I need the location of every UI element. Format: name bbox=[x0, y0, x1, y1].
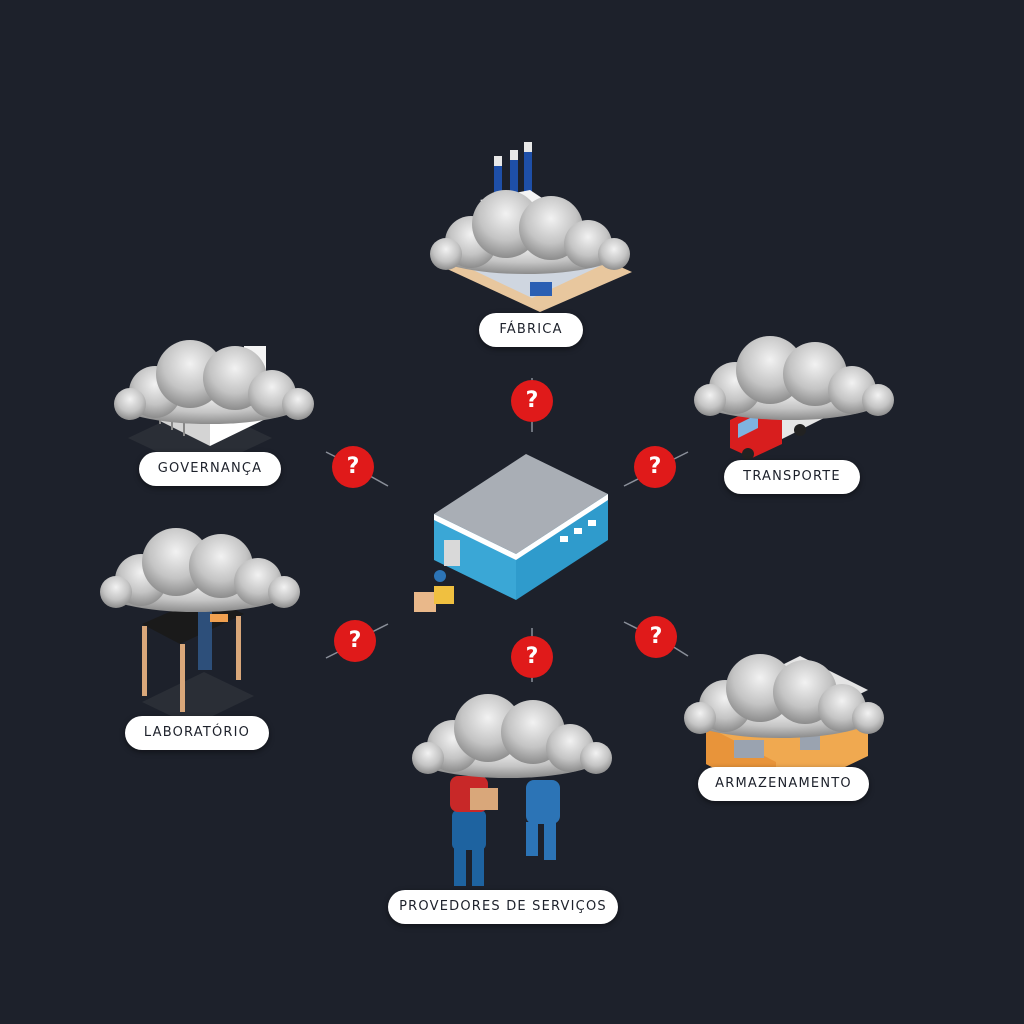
lab-bench-icon bbox=[142, 596, 254, 726]
node-label-governanca[interactable]: GOVERNANÇA bbox=[139, 452, 281, 486]
node-label-fabrica[interactable]: FÁBRICA bbox=[479, 313, 583, 347]
node-label-provedores[interactable]: PROVEDORES DE SERVIÇOS bbox=[388, 890, 618, 924]
workers-icon bbox=[450, 706, 560, 886]
question-badge-lower-left: ? bbox=[334, 620, 376, 662]
question-badge-lower-right: ? bbox=[635, 616, 677, 658]
warehouse-icon bbox=[414, 454, 608, 612]
node-label-armazenamento[interactable]: ARMAZENAMENTO bbox=[698, 767, 869, 801]
question-badge-bottom: ? bbox=[511, 636, 553, 678]
question-badge-upper-right: ? bbox=[634, 446, 676, 488]
question-badge-upper-left: ? bbox=[332, 446, 374, 488]
node-label-transporte[interactable]: TRANSPORTE bbox=[724, 460, 860, 494]
node-label-laboratorio[interactable]: LABORATÓRIO bbox=[125, 716, 269, 750]
connector-lines bbox=[325, 378, 689, 682]
question-badge-top: ? bbox=[511, 380, 553, 422]
